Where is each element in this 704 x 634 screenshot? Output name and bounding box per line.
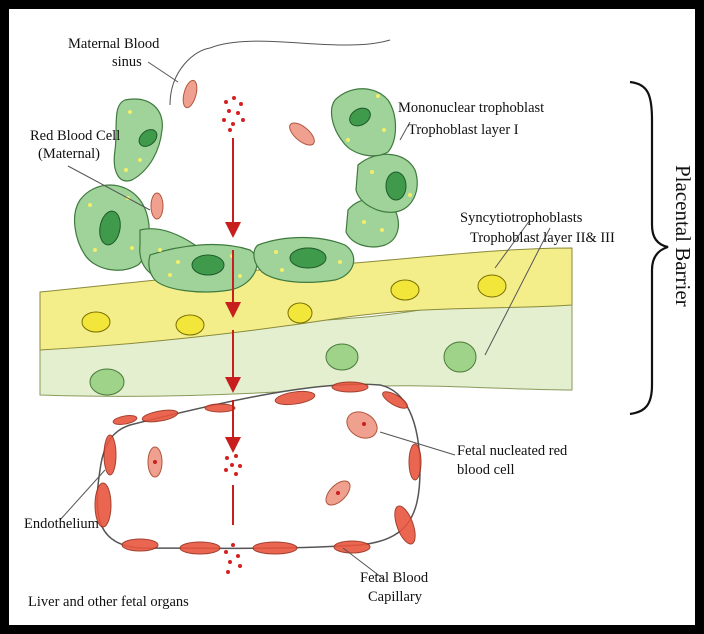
leader-maternal-sinus [148, 62, 178, 82]
label-mononuclear-trophoblast: Mononuclear trophoblast Trophoblast laye… [398, 100, 548, 138]
label-syncytiotrophoblasts: Syncytiotrophoblasts Trophoblast layer I… [460, 210, 615, 246]
label-fetal-blood-capillary: Fetal Blood Capillary [360, 570, 432, 605]
placental-barrier-diagram: Maternal Blood sinus Red Blood Cell (Mat… [9, 9, 695, 625]
figure-panel: Maternal Blood sinus Red Blood Cell (Mat… [9, 9, 695, 625]
label-endothelium: Endothelium [24, 516, 100, 532]
label-maternal-blood-sinus: Maternal Blood sinus [68, 36, 163, 70]
label-red-blood-cell: Red Blood Cell (Maternal) [30, 128, 124, 162]
label-placental-barrier: Placental Barrier [671, 165, 695, 307]
label-liver-fetal-organs: Liver and other fetal organs [28, 594, 189, 610]
placental-barrier-brace [630, 82, 668, 414]
label-fetal-nucleated-rbc: Fetal nucleated red blood cell [457, 443, 571, 478]
fetal-capillary-wall [97, 384, 420, 548]
